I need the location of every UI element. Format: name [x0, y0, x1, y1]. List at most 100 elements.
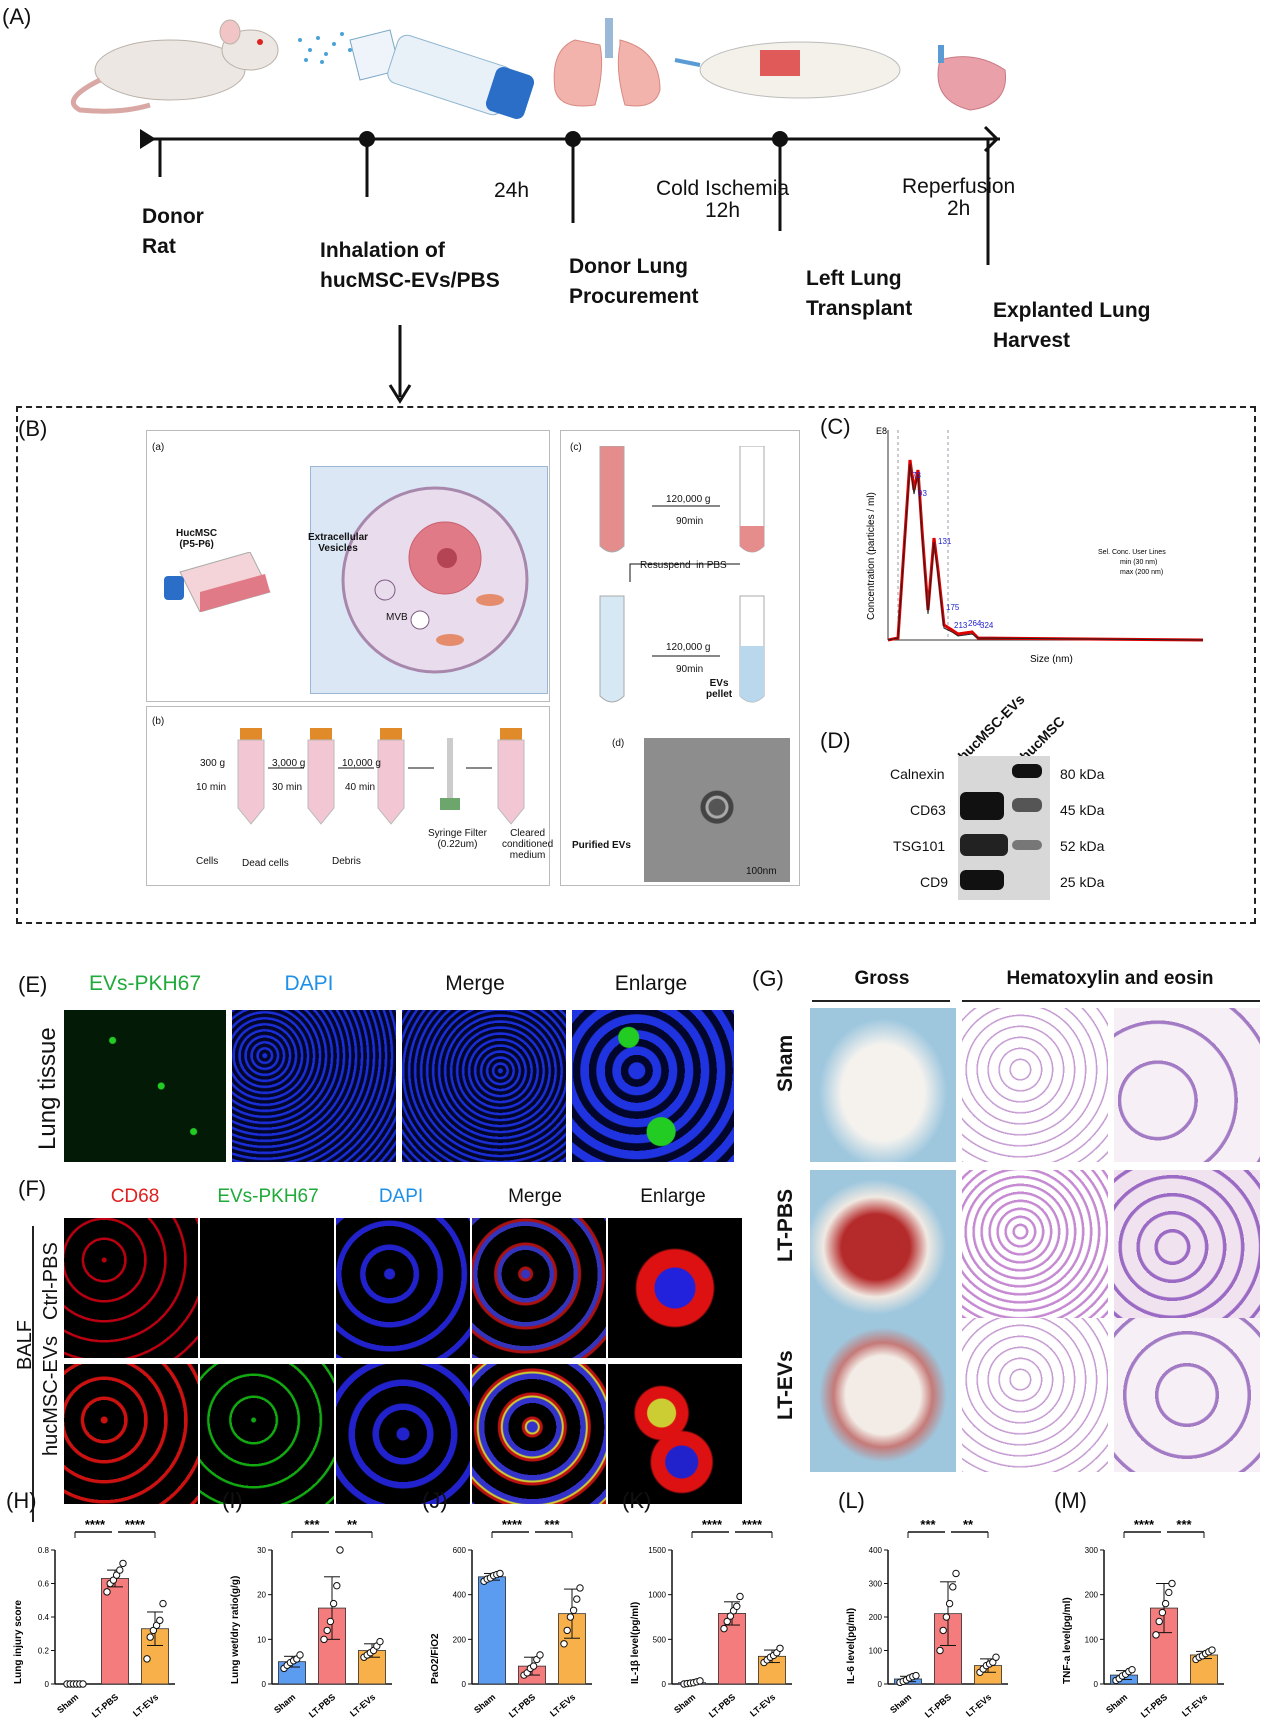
chart-l-point-1-0 [936, 1646, 944, 1655]
f-col-merge: Merge [508, 1186, 562, 1207]
chart-m-sig-label-1: **** [1134, 1517, 1155, 1532]
chart-i-ytick-label-1: 10 [257, 1635, 266, 1644]
chart-l-sig-label-1: *** [920, 1517, 936, 1532]
legend-title: Sel. Conc. User Lines [1098, 549, 1166, 556]
chart-h-ytick-label-0: 0 [45, 1680, 50, 1689]
chart-l-point-1-1 [939, 1626, 947, 1635]
chart-i-point-1-3 [329, 1599, 338, 1608]
panel-c-nta-chart: E8 Concentration (particles / ml) 73 93 … [866, 426, 1204, 665]
chart-k-point-1-4 [733, 1602, 741, 1610]
timeline-step-transplant: Left Lung Transplant [806, 267, 913, 320]
down-arrow-icon [388, 325, 412, 404]
uc1-t: 90min [676, 516, 704, 527]
chart-i-sig-label-1: *** [304, 1517, 320, 1532]
panel-b-c-box [560, 430, 800, 886]
chart-i-sig-label-2: ** [347, 1517, 358, 1532]
chart-k-xtick-label-0: Sham [672, 1692, 697, 1715]
chart-j-ylabel: PaO2/FiO2 [430, 1633, 441, 1684]
mist-dots-icon [298, 32, 352, 64]
f-img-ctrl-pkh67 [200, 1218, 334, 1358]
chart-m-point-1-1 [1155, 1617, 1163, 1626]
peak-label-6: 264 [968, 619, 982, 628]
chart-j-point-2-5 [576, 1584, 584, 1592]
g-zoom-ltpbs [1114, 1170, 1260, 1324]
chart-j-xtick-label-0: Sham [472, 1692, 497, 1715]
filter-label: Syringe Filter (0.22um) [428, 828, 487, 850]
chart-h-ytick-label-4: 0.8 [38, 1546, 50, 1555]
chart-j-ytick-label-3: 600 [453, 1546, 467, 1555]
g-row-lt-evs: LT-EVs [774, 1350, 797, 1420]
timeline-step-donor-rat: Donor Rat [142, 205, 204, 258]
uc1-g: 120,000 g [666, 494, 711, 505]
chart-j-xtick-label-2: LT-EVs [548, 1692, 577, 1719]
chart-k-ytick-label-0: 0 [662, 1680, 667, 1689]
waste-dead-cells: Dead cells [242, 858, 289, 869]
panel-label-m: (M) [1054, 1488, 1087, 1513]
panel-b-d-label: (d) [612, 738, 625, 749]
panel-label-h: (H) [6, 1488, 37, 1513]
f-row-ctrl-pbs: Ctrl-PBS [40, 1242, 62, 1320]
chart-l-xtick-label-1: LT-PBS [923, 1692, 953, 1720]
panel-label-j: (J) [422, 1488, 448, 1513]
chart-i-point-2-5 [376, 1637, 384, 1646]
peak-label-3: 131 [938, 537, 952, 546]
chart-l-point-1-4 [949, 1583, 957, 1591]
spin-1-g: 300 g [200, 758, 226, 769]
chart-m-xtick-label-2: LT-EVs [1180, 1692, 1209, 1719]
panel-label-k: (K) [622, 1488, 652, 1513]
g-zoom-sham [1114, 1008, 1260, 1162]
chart-h-bar-1 [101, 1578, 130, 1685]
chart-k-xtick-label-1: LT-PBS [707, 1692, 737, 1720]
wb-band-tsg101-evs [960, 834, 1008, 856]
uc2-g: 120,000 g [666, 642, 711, 653]
chart-k-xtick-label-2: LT-EVs [748, 1692, 777, 1719]
chart-k-ylabel: IL-1β level(pg/ml) [630, 1602, 641, 1684]
chart-k-sig-label-2: **** [742, 1517, 763, 1532]
f-img-ctrl-cd68 [64, 1218, 198, 1358]
chart-h-point-1-4 [116, 1566, 124, 1574]
chart-m-xtick-label-0: Sham [1104, 1692, 1129, 1715]
panel-b-b-box [146, 706, 550, 886]
f-img-evs-dapi [336, 1364, 470, 1504]
chart-j-point-2-3 [569, 1606, 578, 1615]
g-zoom-ltevs [1114, 1318, 1260, 1472]
chart-l-point-0-5 [912, 1671, 920, 1680]
tem-scale: 100nm [746, 866, 777, 877]
chart-h-ytick-label-1: 0.2 [38, 1647, 50, 1656]
chart-h-xtick-label-0: Sham [55, 1692, 80, 1715]
chart-i-point-1-5 [336, 1546, 344, 1554]
chart-h-point-2-5 [159, 1599, 167, 1608]
e-img-enlarge [572, 1010, 734, 1162]
mvb-label: MVB [386, 612, 408, 623]
chart-h-point-0-5 [79, 1680, 87, 1688]
chart-i-point-1-2 [326, 1617, 335, 1626]
chart-j-point-2-0 [560, 1640, 568, 1648]
panel-label-c: (C) [820, 414, 851, 439]
chart-h-xtick-label-2: LT-EVs [131, 1692, 160, 1719]
chart-k-point-2-5 [776, 1644, 784, 1652]
chart-h-point-1-5 [119, 1559, 127, 1568]
panel-c-exp: E8 [876, 426, 887, 436]
timeline-step-inhalation: Inhalation of hucMSC-EVs/PBS [320, 239, 500, 292]
chart-h-sig-label-1: **** [85, 1517, 106, 1532]
f-col-enlarge: Enlarge [640, 1186, 706, 1207]
chart-l-ytick-label-4: 400 [869, 1546, 883, 1555]
g-row-sham: Sham [774, 1034, 797, 1092]
tem-image [644, 738, 790, 882]
chart-m-ytick-label-1: 100 [1085, 1635, 1099, 1644]
panel-c-ylabel: Concentration (particles / ml) [866, 492, 877, 620]
chart-l-point-2-5 [992, 1653, 1000, 1661]
spin-2-g: 3,000 g [272, 758, 306, 769]
g-gross-ltpbs [810, 1170, 956, 1324]
resuspend-label: Resuspend in PBS [640, 560, 727, 571]
interval-24h: 24h [494, 179, 530, 202]
chart-j-ytick-label-2: 400 [453, 1591, 467, 1600]
chart-h-ytick-label-2: 0.4 [38, 1613, 50, 1622]
chart-l-ytick-label-1: 100 [869, 1647, 883, 1656]
lung-icon [553, 18, 661, 107]
chart-h-ytick-label-3: 0.6 [38, 1580, 50, 1589]
chart-i-ytick-label-0: 0 [262, 1680, 267, 1689]
chart-m-point-1-5 [1168, 1579, 1176, 1588]
chart-h-point-2-1 [146, 1633, 154, 1641]
